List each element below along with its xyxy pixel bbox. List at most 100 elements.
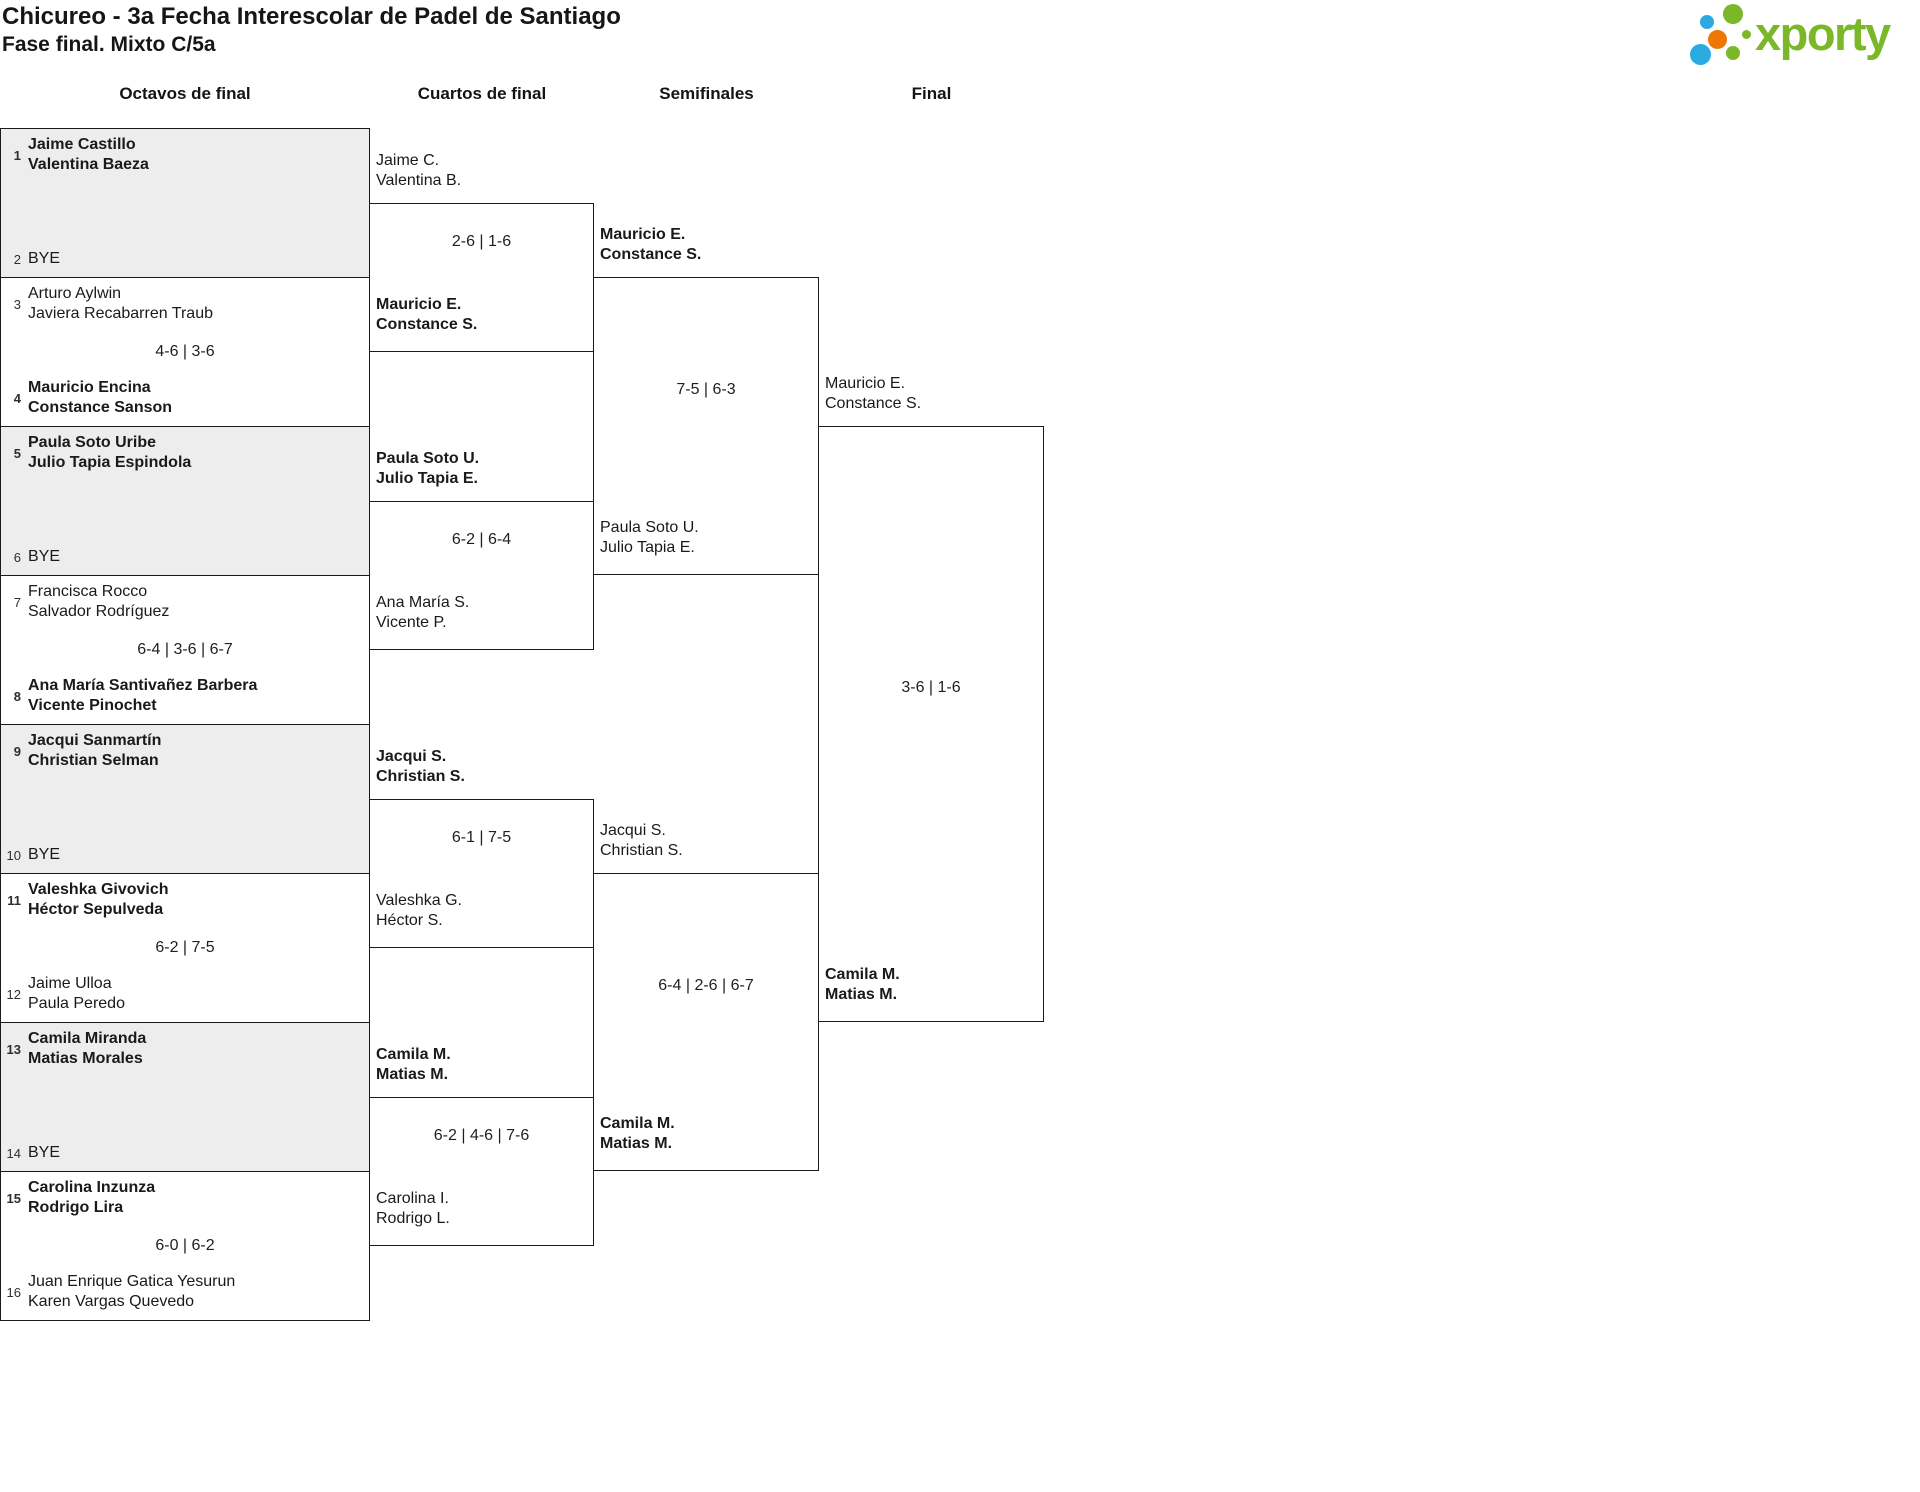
team-name: Constance S. — [376, 316, 478, 333]
team-name: Arturo Aylwin — [28, 285, 122, 302]
team-name: Matias Morales — [28, 1050, 143, 1067]
column-header-cuartos: Cuartos de final — [417, 84, 547, 103]
team-name: Camila M. — [825, 966, 900, 983]
match-score: 6-1 | 7-5 — [451, 828, 512, 846]
seed-number: 15 — [6, 1190, 21, 1206]
team-name: Christian Selman — [28, 752, 159, 769]
column-header-semifinales: Semifinales — [659, 84, 754, 103]
team-slot: 14 BYE — [1, 1143, 369, 1163]
team-name: Julio Tapia E. — [376, 470, 478, 487]
seed-number: 5 — [13, 445, 21, 461]
match-cuartos-1: Jaime C.Valentina B. 2-6 | 1-6 Mauricio … — [369, 152, 594, 352]
logo-dot — [1700, 15, 1714, 29]
team-name: Christian S. — [376, 768, 465, 785]
seed-number: 7 — [13, 594, 21, 610]
logo-wordmark: xporty — [1755, 7, 1891, 60]
team-name: Constance S. — [600, 246, 702, 263]
advancing-team-label: Jaime C.Valentina B. — [376, 151, 461, 191]
team-name: Karen Vargas Quevedo — [28, 1293, 195, 1310]
team-name: BYE — [28, 846, 61, 863]
team-name: Matias M. — [825, 986, 898, 1003]
advancing-team-label: Jacqui S.Christian S. — [376, 747, 465, 787]
team-name: Juan Enrique Gatica Yesurun — [28, 1273, 236, 1290]
team-name: Julio Tapia E. — [600, 539, 695, 556]
advancing-team-label: Mauricio E.Constance S. — [600, 225, 701, 265]
page-title: Chicureo - 3a Fecha Interescolar de Pade… — [2, 3, 621, 30]
column-header-octavos: Octavos de final — [119, 84, 251, 103]
team-name: Paula Soto U. — [600, 519, 699, 536]
team-name: Francisca Rocco — [28, 583, 148, 600]
team-name: Vicente Pinochet — [28, 697, 157, 714]
team-name: Jaime C. — [376, 152, 440, 169]
team-name: Christian S. — [600, 842, 683, 859]
advancing-team-label: Camila M. Matias M. — [376, 1045, 451, 1085]
seed-number: 2 — [13, 251, 21, 267]
xporty-logo[interactable]: xporty — [1683, 2, 1915, 74]
seed-number: 4 — [13, 390, 21, 406]
seed-number: 3 — [13, 296, 21, 312]
team-name: Javiera Recabarren Traub — [28, 305, 213, 322]
advancing-team-label: Jacqui S. Christian S. — [600, 821, 683, 861]
team-name: Rodrigo L. — [376, 1210, 450, 1227]
team-name: Vicente P. — [376, 614, 447, 631]
team-name: Mauricio E. — [825, 375, 906, 392]
match-score: 6-2 | 7-5 — [155, 939, 215, 956]
team-slot: 2 BYE — [1, 249, 369, 269]
advancing-team-label: Valeshka G.Héctor S. — [376, 891, 462, 931]
team-name: Valeshka Givovich — [28, 881, 169, 898]
match-cuartos-4: Camila M.Matias M. 6-2 | 4-6 | 7-6 Carol… — [369, 1046, 594, 1246]
team-name: Jacqui S. — [600, 822, 666, 839]
team-name: Camila M. — [600, 1115, 675, 1132]
seed-number: 14 — [6, 1145, 21, 1161]
advancing-team-label: Mauricio E.Constance S. — [376, 295, 477, 335]
team-name: Constance Sanson — [28, 399, 173, 416]
match-score: 3-6 | 1-6 — [901, 679, 961, 696]
team-name: Rodrigo Lira — [28, 1199, 124, 1216]
match-score: 6-4 | 2-6 | 6-7 — [658, 977, 754, 994]
seed-number: 10 — [6, 847, 21, 863]
team-name: Camila M. — [376, 1046, 451, 1063]
team-slot: 10 BYE — [1, 845, 369, 865]
seed-number: 13 — [6, 1041, 21, 1057]
team-name: Ana María S. — [376, 594, 470, 611]
match-score: 6-0 | 6-2 — [155, 1237, 215, 1254]
team-name: Camila Miranda — [28, 1030, 147, 1047]
team-name: Salvador Rodríguez — [28, 603, 170, 620]
match-cuartos-3: Jacqui S.Christian S. 6-1 | 7-5 Valeshka… — [369, 748, 594, 948]
team-name: Constance S. — [825, 395, 922, 412]
advancing-team-label: Carolina I.Rodrigo L. — [376, 1189, 450, 1229]
team-name: Valentina Baeza — [28, 156, 149, 173]
match-score: 2-6 | 1-6 — [451, 232, 512, 250]
team-name: Julio Tapia Espindola — [28, 454, 192, 471]
match-final: Mauricio E. Constance S. 3-6 | 1-6 Camila… — [818, 375, 1044, 1022]
team-name: Paula Soto Uribe — [28, 434, 157, 451]
team-name: BYE — [28, 250, 61, 267]
team-name: Carolina Inzunza — [28, 1179, 156, 1196]
team-name: BYE — [28, 548, 61, 565]
logo-dot — [1723, 4, 1743, 24]
seed-number: 9 — [13, 743, 21, 759]
team-name: Valeshka G. — [376, 892, 462, 909]
team-name: Paula Peredo — [28, 995, 125, 1012]
team-name: Matias M. — [600, 1135, 673, 1152]
match-semifinal-1: Mauricio E.Constance S. 7-5 | 6-3 Paula … — [593, 226, 819, 575]
team-name: Ana María Santivañez Barbera — [28, 677, 258, 694]
seed-number: 16 — [6, 1284, 21, 1300]
seed-number: 12 — [6, 986, 21, 1002]
match-score: 6-2 | 6-4 — [451, 530, 512, 548]
team-name: Matias M. — [376, 1066, 449, 1083]
column-header-final: Final — [911, 84, 952, 103]
